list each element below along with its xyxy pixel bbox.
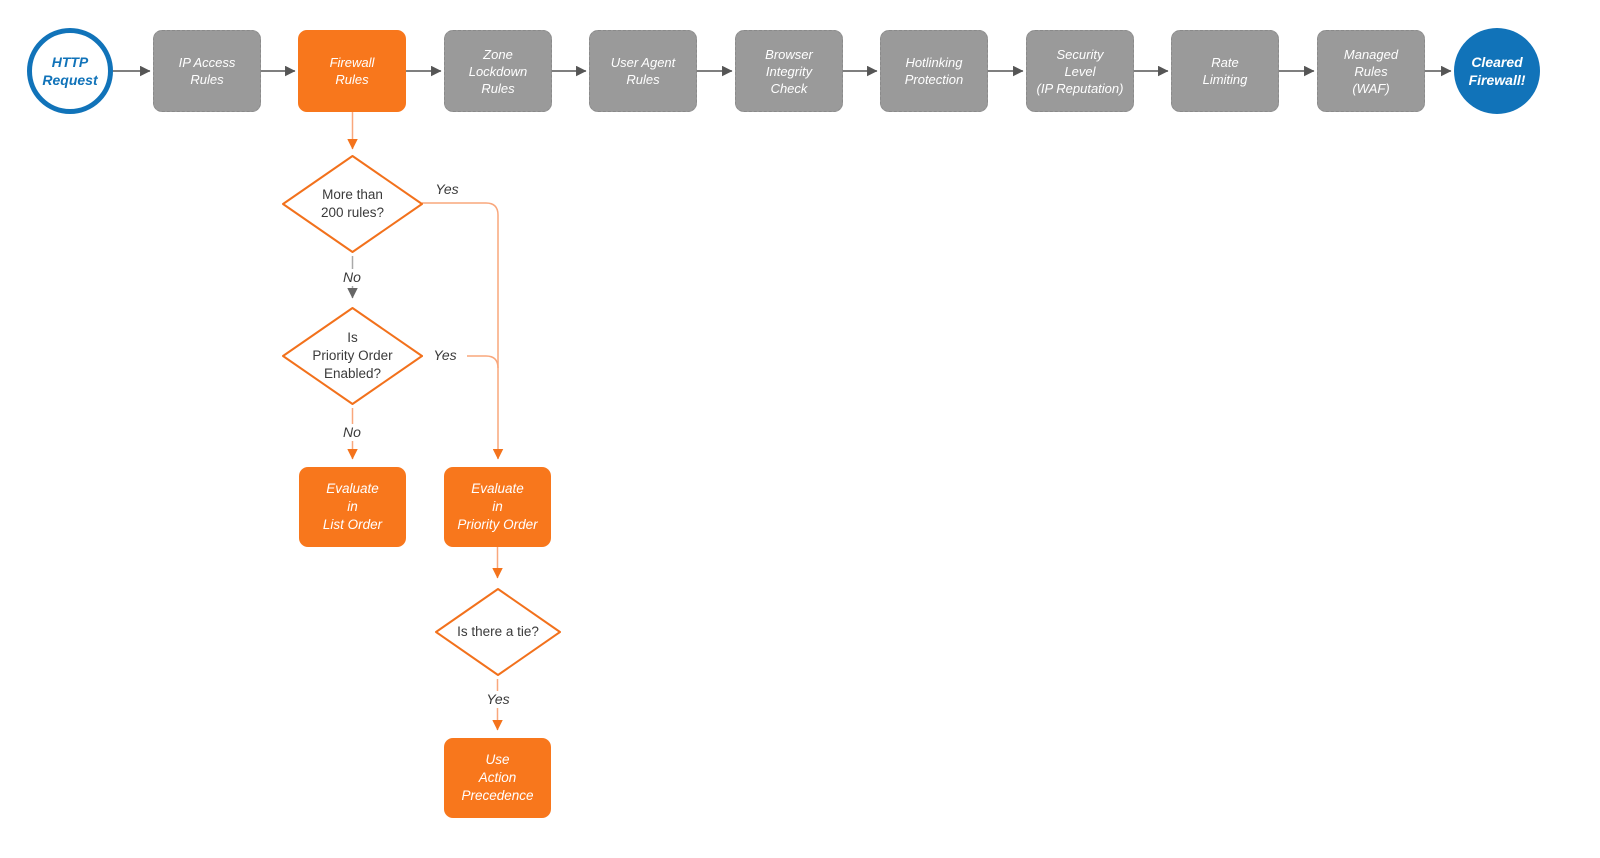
decision-priority-order-enabled-shape — [282, 307, 423, 405]
node-cleared-firewall: Cleared Firewall! — [1454, 28, 1540, 114]
node-hotlinking-protection: Hotlinking Protection — [880, 30, 988, 112]
edge-label-no-priority-enabled: No — [330, 424, 374, 441]
node-user-agent-rules: User Agent Rules — [589, 30, 697, 112]
edge-label-yes-more-than-200: Yes — [425, 181, 469, 198]
decision-is-there-a-tie: Is there a tie? — [432, 585, 564, 679]
edge-label-no-more-than-200: No — [330, 269, 374, 286]
node-zone-lockdown-rules: Zone Lockdown Rules — [444, 30, 552, 112]
diamond-shape — [282, 155, 423, 253]
node-ip-access-rules-label: IP Access Rules — [178, 55, 236, 87]
node-security-level-label: Security Level (IP Reputation) — [1036, 46, 1124, 96]
edge-priority-enabled-yes — [422, 355, 499, 369]
node-security-level: Security Level (IP Reputation) — [1026, 30, 1134, 112]
node-use-action-precedence-label: Use Action Precedence — [461, 752, 534, 803]
decision-more-than-200-rules: More than 200 rules? — [279, 152, 426, 256]
node-cleared-firewall-label: Cleared Firewall! — [1468, 54, 1526, 88]
edge-decision-200-yes — [422, 202, 504, 460]
decision-priority-order-enabled-label: Is Priority Order Enabled? — [312, 330, 393, 381]
node-use-action-precedence: Use Action Precedence — [444, 738, 551, 818]
node-evaluate-in-priority-order: Evaluate in Priority Order — [444, 467, 551, 547]
node-evaluate-in-list-order: Evaluate in List Order — [299, 467, 406, 547]
node-evaluate-in-list-order-label: Evaluate in List Order — [322, 481, 383, 532]
node-user-agent-rules-label: User Agent Rules — [610, 55, 676, 87]
node-http-request-label: HTTP Request — [42, 54, 98, 88]
decision-priority-order-enabled: Is Priority Order Enabled? — [279, 304, 426, 408]
decision-is-there-a-tie-label: Is there a tie? — [457, 624, 539, 639]
diamond-shape — [282, 307, 423, 405]
diamond-shape — [435, 588, 561, 676]
node-ip-access-rules: IP Access Rules — [153, 30, 261, 112]
node-managed-rules-waf: Managed Rules (WAF) — [1317, 30, 1425, 112]
node-browser-integrity-check-label: Browser Integrity Check — [765, 46, 813, 96]
node-zone-lockdown-rules-label: Zone Lockdown Rules — [468, 46, 528, 96]
node-rate-limiting: Rate Limiting — [1171, 30, 1279, 112]
node-http-request: HTTP Request — [27, 28, 113, 114]
node-browser-integrity-check: Browser Integrity Check — [735, 30, 843, 112]
node-hotlinking-protection-label: Hotlinking Protection — [904, 55, 964, 87]
node-rate-limiting-label: Rate Limiting — [1202, 55, 1248, 87]
decision-more-than-200-rules-shape — [282, 155, 423, 253]
edge-label-yes-priority-enabled: Yes — [423, 347, 467, 364]
decision-is-there-a-tie-shape — [435, 588, 561, 676]
node-firewall-rules: Firewall Rules — [298, 30, 406, 112]
edge-label-yes-tie: Yes — [476, 691, 520, 708]
node-firewall-rules-label: Firewall Rules — [329, 55, 375, 87]
node-managed-rules-waf-label: Managed Rules (WAF) — [1343, 46, 1399, 96]
decision-more-than-200-rules-label: More than 200 rules? — [320, 187, 385, 220]
node-evaluate-in-priority-order-label: Evaluate in Priority Order — [457, 481, 538, 532]
